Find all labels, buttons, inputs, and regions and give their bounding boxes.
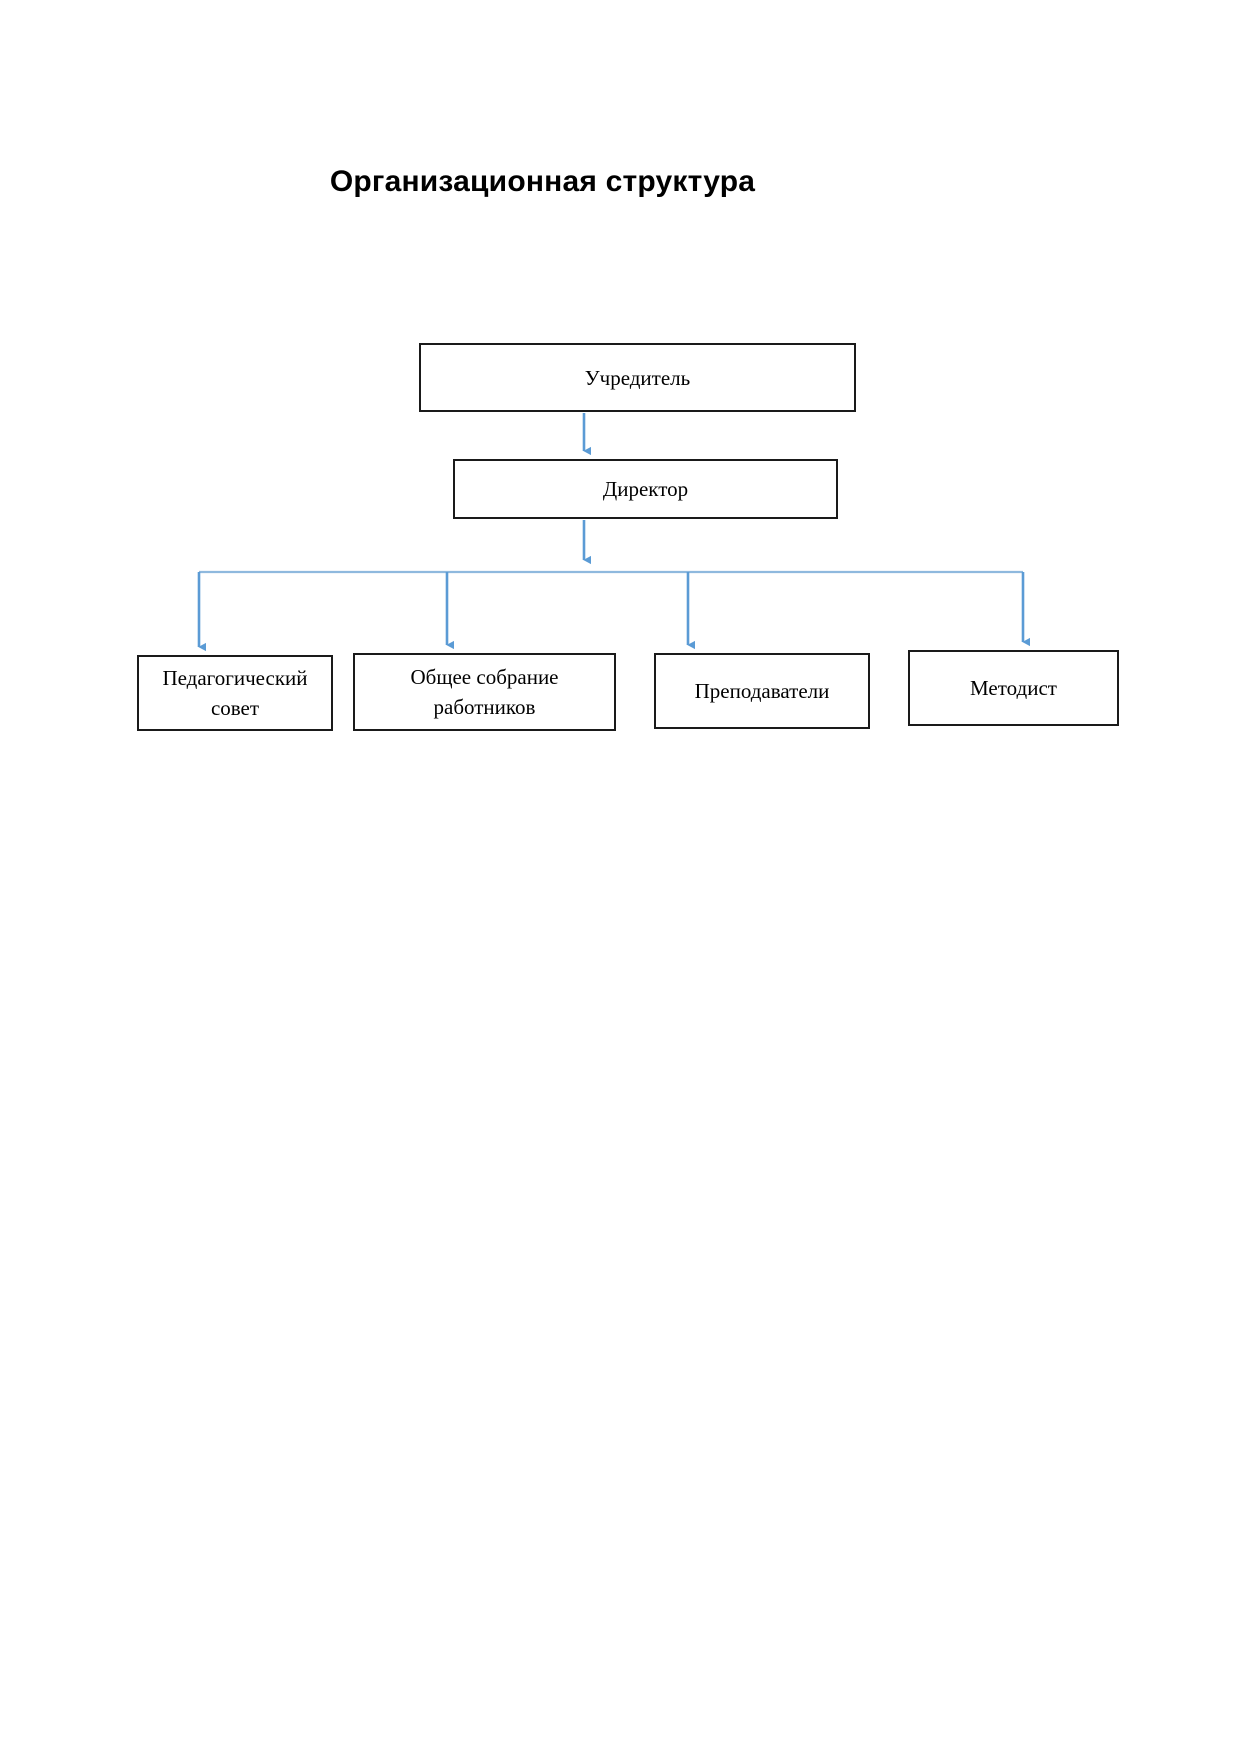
org-node-pedagogical-council-line2: совет bbox=[210, 696, 260, 720]
org-node-general-staff-meeting-line2: работников bbox=[433, 695, 536, 719]
org-node-general-staff-meeting-label: Общее собрание работников bbox=[361, 662, 608, 722]
org-node-general-staff-meeting[interactable]: Общее собрание работников bbox=[353, 653, 616, 731]
org-node-director-label: Директор bbox=[602, 477, 689, 501]
org-node-pedagogical-council-label: Педагогический совет bbox=[145, 663, 325, 723]
page-title: Организационная структура bbox=[329, 165, 756, 198]
org-node-pedagogical-council[interactable]: Педагогический совет bbox=[137, 655, 333, 731]
org-node-founder-label: Учредитель bbox=[584, 365, 691, 390]
org-node-teachers-label: Преподаватели bbox=[694, 679, 830, 703]
org-node-methodist-label: Методист bbox=[970, 676, 1057, 700]
org-node-methodist[interactable]: Методист bbox=[908, 650, 1119, 726]
org-node-director[interactable]: Директор bbox=[453, 459, 838, 519]
org-node-teachers[interactable]: Преподаватели bbox=[654, 653, 870, 729]
org-node-founder[interactable]: Учредитель bbox=[419, 343, 856, 412]
org-node-general-staff-meeting-line1: Общее собрание bbox=[410, 665, 559, 689]
org-node-pedagogical-council-line1: Педагогический bbox=[162, 666, 308, 690]
